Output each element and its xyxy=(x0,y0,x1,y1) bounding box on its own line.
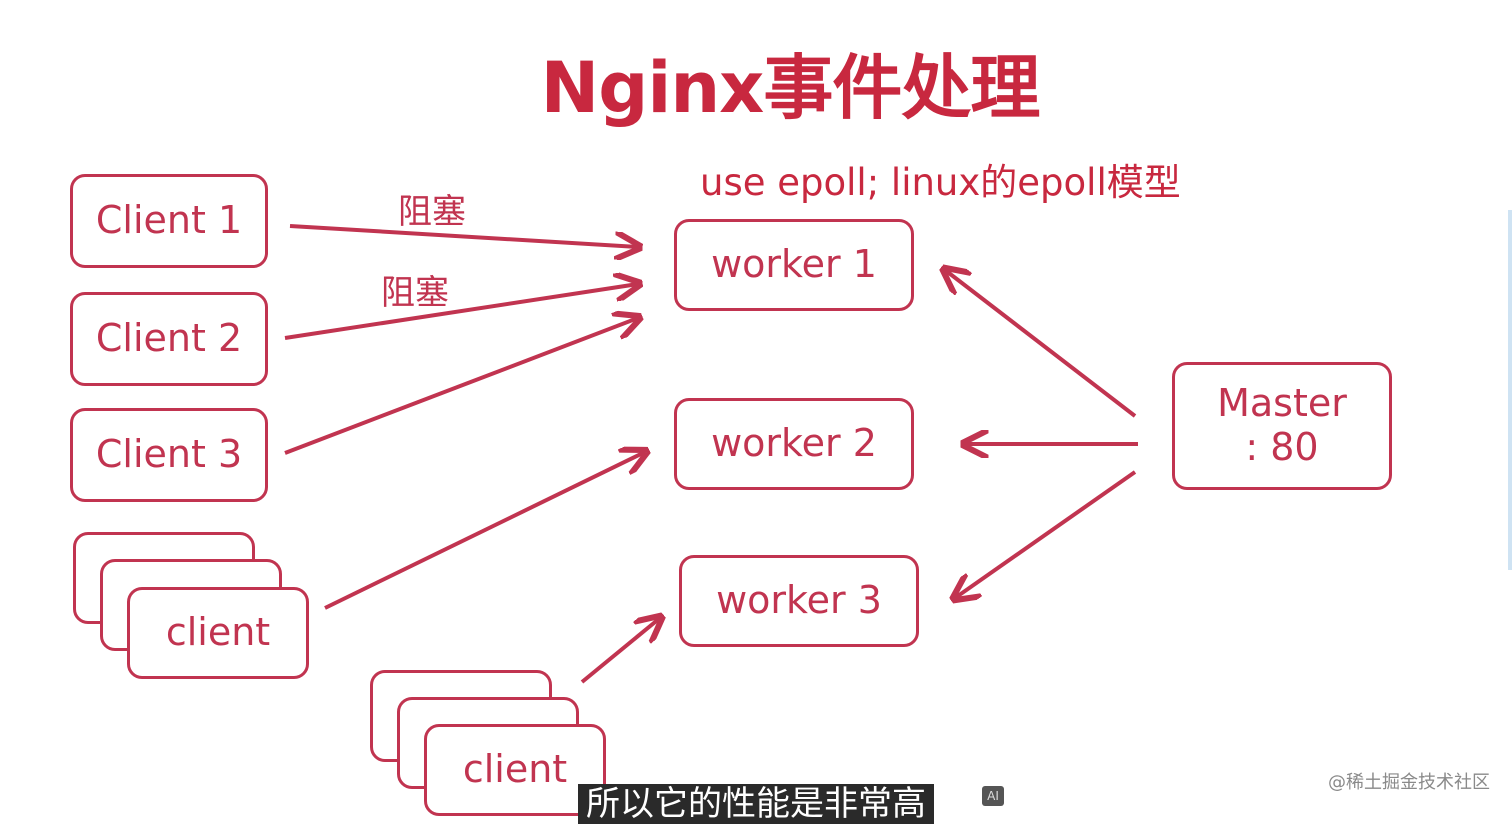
client-stack-1-front: client xyxy=(127,587,309,679)
master-port-label: : 80 xyxy=(1245,425,1319,469)
edge-scroll-strip xyxy=(1508,210,1512,570)
worker-3-box: worker 3 xyxy=(679,555,919,647)
client-3-box: Client 3 xyxy=(70,408,268,502)
blocking-label-1: 阻塞 xyxy=(398,192,466,232)
arrow-client2-worker1 xyxy=(284,284,638,340)
client-2-box: Client 2 xyxy=(70,292,268,386)
diagram-title: Nginx事件处理 xyxy=(540,47,1041,129)
master-box: Master : 80 xyxy=(1172,362,1392,490)
client-1-label: Client 1 xyxy=(95,198,243,243)
arrow-clients-worker3 xyxy=(580,618,660,684)
arrow-master-worker3 xyxy=(955,470,1137,598)
master-label: Master xyxy=(1217,381,1347,426)
watermark: @稀土掘金技术社区 xyxy=(1328,772,1490,793)
worker-1-box: worker 1 xyxy=(674,219,914,311)
worker-2-box: worker 2 xyxy=(674,398,914,490)
client-stack-1-label: client xyxy=(165,610,271,655)
client-3-label: Client 3 xyxy=(95,432,243,477)
arrow-client1-worker1 xyxy=(289,224,638,247)
blocking-label-2: 阻塞 xyxy=(381,273,449,313)
arrow-client3-worker1 xyxy=(284,318,638,455)
client-stack-2-label: client xyxy=(462,747,568,792)
video-subtitle: 所以它的性能是非常高 xyxy=(578,784,934,824)
ai-badge: AI xyxy=(982,786,1004,806)
worker-2-label: worker 2 xyxy=(711,421,877,466)
client-2-label: Client 2 xyxy=(95,316,243,361)
worker-1-label: worker 1 xyxy=(711,242,877,287)
client-stack-2-front: client xyxy=(424,724,606,816)
client-1-box: Client 1 xyxy=(70,174,268,268)
worker-3-label: worker 3 xyxy=(716,578,882,623)
arrow-master-worker1 xyxy=(945,270,1137,418)
epoll-note: use epoll; linux的epoll模型 xyxy=(700,161,1181,204)
arrow-clients-worker2 xyxy=(324,452,645,610)
